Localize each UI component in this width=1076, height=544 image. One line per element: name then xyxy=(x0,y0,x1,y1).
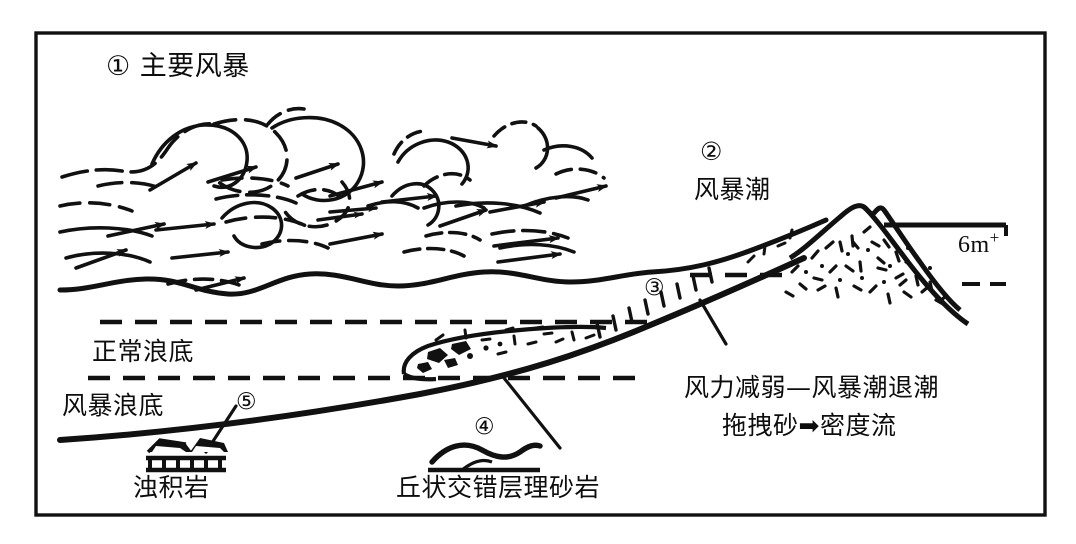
sand-lens-deposit xyxy=(401,324,607,382)
storm-wave-base-label: 风暴浪底 xyxy=(62,391,165,420)
figure-border xyxy=(34,31,1047,517)
elevation-superscript: + xyxy=(989,228,1000,247)
beach-face-profile xyxy=(862,205,1008,327)
turbidite-symbol xyxy=(146,438,228,473)
turbidite-label: 浊积岩 xyxy=(133,473,210,502)
sea-surface-line xyxy=(57,217,829,297)
normal-wave-base-label: 正常浪底 xyxy=(92,337,195,366)
wind-weakening-label: 风力减弱—风暴潮退潮 xyxy=(684,373,940,402)
elevation-label: 6m+ xyxy=(958,228,1000,259)
density-flow-label: 拖拽砂➡密度流 xyxy=(722,411,897,440)
seafloor-profile xyxy=(57,228,807,443)
storm-flow-field xyxy=(58,106,608,292)
elevation-value: 6m xyxy=(958,232,990,258)
number-five-marker: ⑤ xyxy=(236,389,258,415)
main-storm-label: ① 主要风暴 xyxy=(106,51,250,82)
hummocky-symbol xyxy=(428,442,543,473)
hcs-sandstone-label: 丘状交错层理砂岩 xyxy=(396,473,601,502)
barrier-bar xyxy=(784,203,962,312)
number-three-marker: ③ xyxy=(644,275,666,301)
number-four-marker: ④ xyxy=(474,414,496,440)
storm-surge-number: ② xyxy=(700,137,723,166)
storm-surge-label: 风暴潮 xyxy=(694,175,771,204)
